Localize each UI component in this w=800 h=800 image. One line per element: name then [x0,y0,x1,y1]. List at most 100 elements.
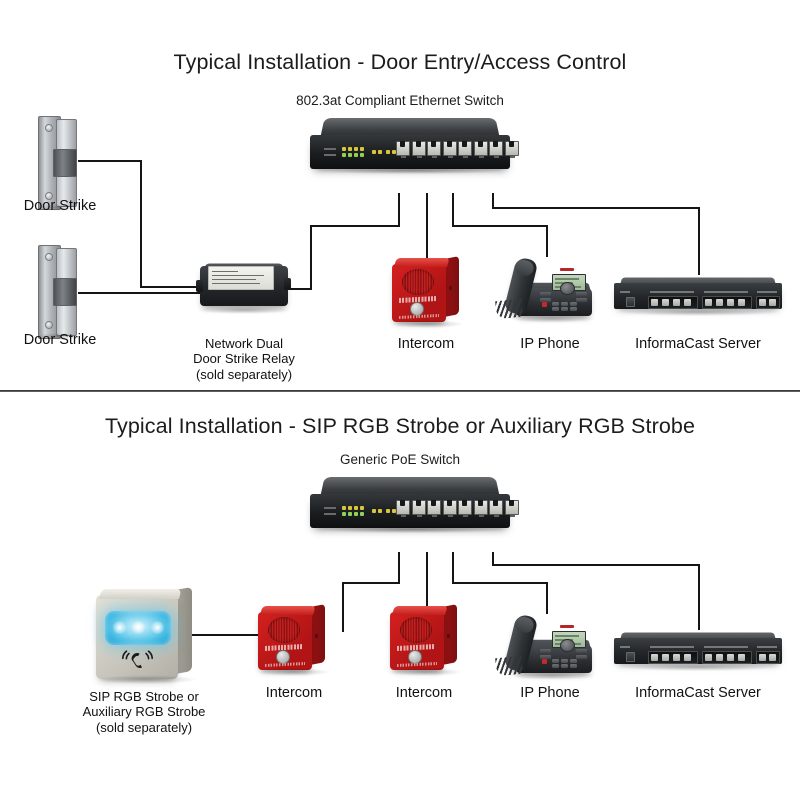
wire-p2-port3-drop [452,552,454,582]
intercom-left-label: Intercom [265,685,323,701]
switch-port-row[interactable] [396,141,519,158]
wire-p2-to-intercom-left [342,582,344,632]
rj45-port-icon[interactable] [442,141,457,158]
wire-p2-port3-right [452,582,548,584]
intercom-led [449,286,452,290]
wire-p2-to-intercom-right [426,552,428,632]
intercom-device-right[interactable] [388,604,462,676]
relay-label [208,266,274,290]
wire-port1-to-relay [310,225,312,290]
panel-2-switch-label: Generic PoE Switch [339,452,461,467]
rj45-port-icon[interactable] [458,500,472,517]
wire-port3-right [452,225,548,227]
door-strike-top[interactable] [36,116,80,211]
door-strike-bottom-label: Door Strike [23,332,97,348]
rj45-port-icon[interactable] [411,141,426,158]
rj45-port-icon[interactable] [427,500,441,517]
server-power-button[interactable] [626,297,635,307]
relay-caption: Network Dual Door Strike Relay (sold sep… [193,336,295,382]
server-front-face [614,638,782,664]
switch-shadow [316,526,508,533]
wire-port1-drop [398,193,400,225]
rj45-port-icon[interactable] [442,500,457,517]
server-front-face [614,283,782,309]
intercom-device[interactable] [390,256,464,328]
rj45-port-icon[interactable] [489,141,503,158]
phone-navigation-pad[interactable] [560,639,575,652]
ip-phone-device[interactable] [495,252,600,330]
wire-strike-bottom [78,292,202,294]
wire-port1-left [310,225,400,227]
panel-rgb-strobe: Typical Installation - SIP RGB Strobe or… [0,392,800,800]
door-strike-bottom[interactable] [36,245,80,340]
rj45-port-icon[interactable] [473,141,488,158]
switch-front-face [310,135,519,169]
switch-led-panel [324,503,402,519]
intercom-top [260,606,316,615]
panel-door-entry: Typical Installation - Door Entry/Access… [0,0,800,392]
server-port-group-2[interactable] [702,651,752,664]
wire-port4-right [492,207,700,209]
phone-message-led [542,659,547,664]
strobe-caption: SIP RGB Strobe or Auxiliary RGB Strobe (… [82,689,206,735]
rgb-strobe-device[interactable] [94,587,200,685]
rj45-port-icon[interactable] [458,141,472,158]
phone-keypad[interactable] [550,649,582,669]
phone-message-led [542,302,547,307]
wire-p2-to-phone [546,582,548,614]
informacast-server-2[interactable] [614,630,782,676]
rj45-port-icon[interactable] [473,500,488,517]
strobe-top [99,589,182,599]
rj45-port-icon[interactable] [504,500,519,517]
wire-port2-to-intercom [426,193,428,258]
intercom-led [447,634,450,638]
phone-navigation-pad[interactable] [560,282,575,295]
intercom-top [394,258,450,267]
panel-1-switch-label: 802.3at Compliant Ethernet Switch [296,93,504,108]
speaker-grille-icon [400,617,432,643]
speaker-grille-icon [402,269,434,295]
server-port-group-1[interactable] [648,651,698,664]
rj45-port-icon[interactable] [427,141,441,158]
intercom-top [392,606,448,615]
phone-brand-logo [560,268,574,271]
intercom-device-left[interactable] [256,604,330,676]
wire-p2-port1-drop [398,552,400,582]
wire-port4-to-server [698,207,700,275]
server-port-group-3[interactable] [756,296,780,309]
wire-p2-port4-right [492,564,700,566]
rj45-port-icon[interactable] [504,141,519,158]
panel-1-title: Typical Installation - Door Entry/Access… [173,50,627,74]
door-strike-relay[interactable] [196,258,292,314]
wire-port4-drop [492,193,494,209]
switch-port-row[interactable] [396,500,519,517]
rj45-port-icon[interactable] [489,500,503,517]
wire-port3-drop [452,193,454,225]
phone-keypad[interactable] [550,292,582,312]
wire-strike-to-relay [140,286,202,288]
switch-shadow [316,167,508,174]
switch-front-face [310,494,519,528]
ip-phone-device-2[interactable] [495,609,600,687]
rj45-port-icon[interactable] [411,500,426,517]
rj45-port-icon[interactable] [396,500,410,517]
panel-2-title: Typical Installation - SIP RGB Strobe or… [104,414,696,438]
intercom-led [315,634,318,638]
server-power-button[interactable] [626,652,635,662]
panel-divider [0,390,800,392]
server-port-group-2[interactable] [702,296,752,309]
ip-phone-label-2: IP Phone [520,685,580,701]
server-port-group-3[interactable] [756,651,780,664]
ip-phone-label: IP Phone [520,336,580,352]
wire-p2-port4-drop [492,552,494,566]
server-port-group-1[interactable] [648,296,698,309]
strike-keeper [53,278,77,306]
switch-led-panel [324,144,402,160]
wire-port3-to-phone [546,225,548,257]
relay-gland-right [284,278,291,290]
server-label: InformaCast Server [635,336,761,352]
rj45-port-icon[interactable] [396,141,410,158]
informacast-server[interactable] [614,275,782,321]
strike-keeper [53,149,77,177]
